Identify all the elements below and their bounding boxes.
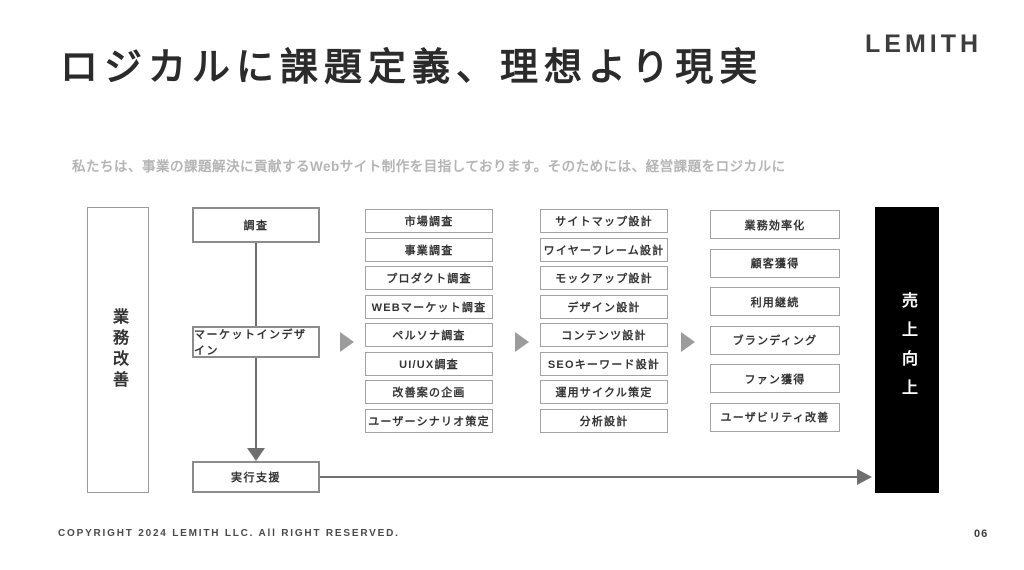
diagram-box-research-item: 市場調査 [365, 209, 493, 233]
research-items-column: 市場調査 事業調査 プロダクト調査 WEBマーケット調査 ペルソナ調査 UI/U… [365, 209, 493, 433]
page-number: 06 [974, 528, 989, 540]
business-improvement-box: 業務改善 [87, 207, 149, 493]
diagram-box-research-item: WEBマーケット調査 [365, 294, 493, 319]
diagram-box-design-item: ワイヤーフレーム設計 [540, 237, 668, 262]
diagram-box-outcome-item: ユーザビリティ改善 [710, 402, 840, 432]
diagram-box-design-item: SEOキーワード設計 [540, 351, 668, 376]
diagram-box-outcome-item: ブランディング [710, 325, 840, 355]
diagram-box-design-item: 分析設計 [540, 408, 668, 433]
right-arrowhead-icon [857, 469, 872, 485]
diagram-box-outcome-item: 顧客獲得 [710, 248, 840, 278]
diagram-box-outcome-item: 利用継続 [710, 287, 840, 317]
stage-box-execution-support: 実行支援 [192, 461, 320, 493]
page-title: ロジカルに課題定義、理想より現実 [60, 47, 764, 89]
diagram-box-research-item: プロダクト調査 [365, 266, 493, 291]
slide-subtitle: 私たちは、事業の課題解決に貢献するWebサイト制作を目指しております。そのために… [72, 159, 786, 174]
diagram-box-research-item: 改善案の企画 [365, 380, 493, 405]
diagram-box-research-item: ユーザーシナリオ策定 [365, 408, 493, 433]
diagram-box-research-item: ペルソナ調査 [365, 323, 493, 348]
design-items-column: サイトマップ設計 ワイヤーフレーム設計 モックアップ設計 デザイン設計 コンテン… [540, 209, 668, 433]
diagram-box-design-item: サイトマップ設計 [540, 209, 668, 233]
diagram-box-outcome-item: ファン獲得 [710, 364, 840, 394]
stage-box-market-in-design: マーケットインデザイン [192, 326, 320, 358]
diagram-box-design-item: 運用サイクル策定 [540, 380, 668, 405]
diagram-box-research-item: UI/UX調査 [365, 351, 493, 376]
diagram-box-outcome-item: 業務効率化 [710, 210, 840, 239]
diagram-box-design-item: モックアップ設計 [540, 266, 668, 291]
sales-increase-label: 売上向上 [899, 292, 916, 408]
business-improvement-label: 業務改善 [110, 308, 127, 392]
column-arrow-icon-2 [515, 332, 529, 352]
outcome-items-column: 業務効率化 顧客獲得 利用継続 ブランディング ファン獲得 ユーザビリティ改善 [710, 210, 840, 432]
diagram-box-research-item: 事業調査 [365, 237, 493, 262]
horizontal-connector-line [320, 476, 858, 478]
down-arrowhead-icon [247, 448, 265, 461]
sales-increase-goal-box: 売上向上 [875, 207, 939, 493]
diagram-box-design-item: デザイン設計 [540, 294, 668, 319]
diagram-box-design-item: コンテンツ設計 [540, 323, 668, 348]
copyright-text: COPYRIGHT 2024 LEMITH LLC. All RIGHT RES… [58, 528, 400, 539]
lemith-logo: LEMITH [865, 30, 983, 58]
stage-box-research: 調査 [192, 207, 320, 243]
column-arrow-icon-1 [340, 332, 354, 352]
column-arrow-icon-3 [681, 332, 695, 352]
